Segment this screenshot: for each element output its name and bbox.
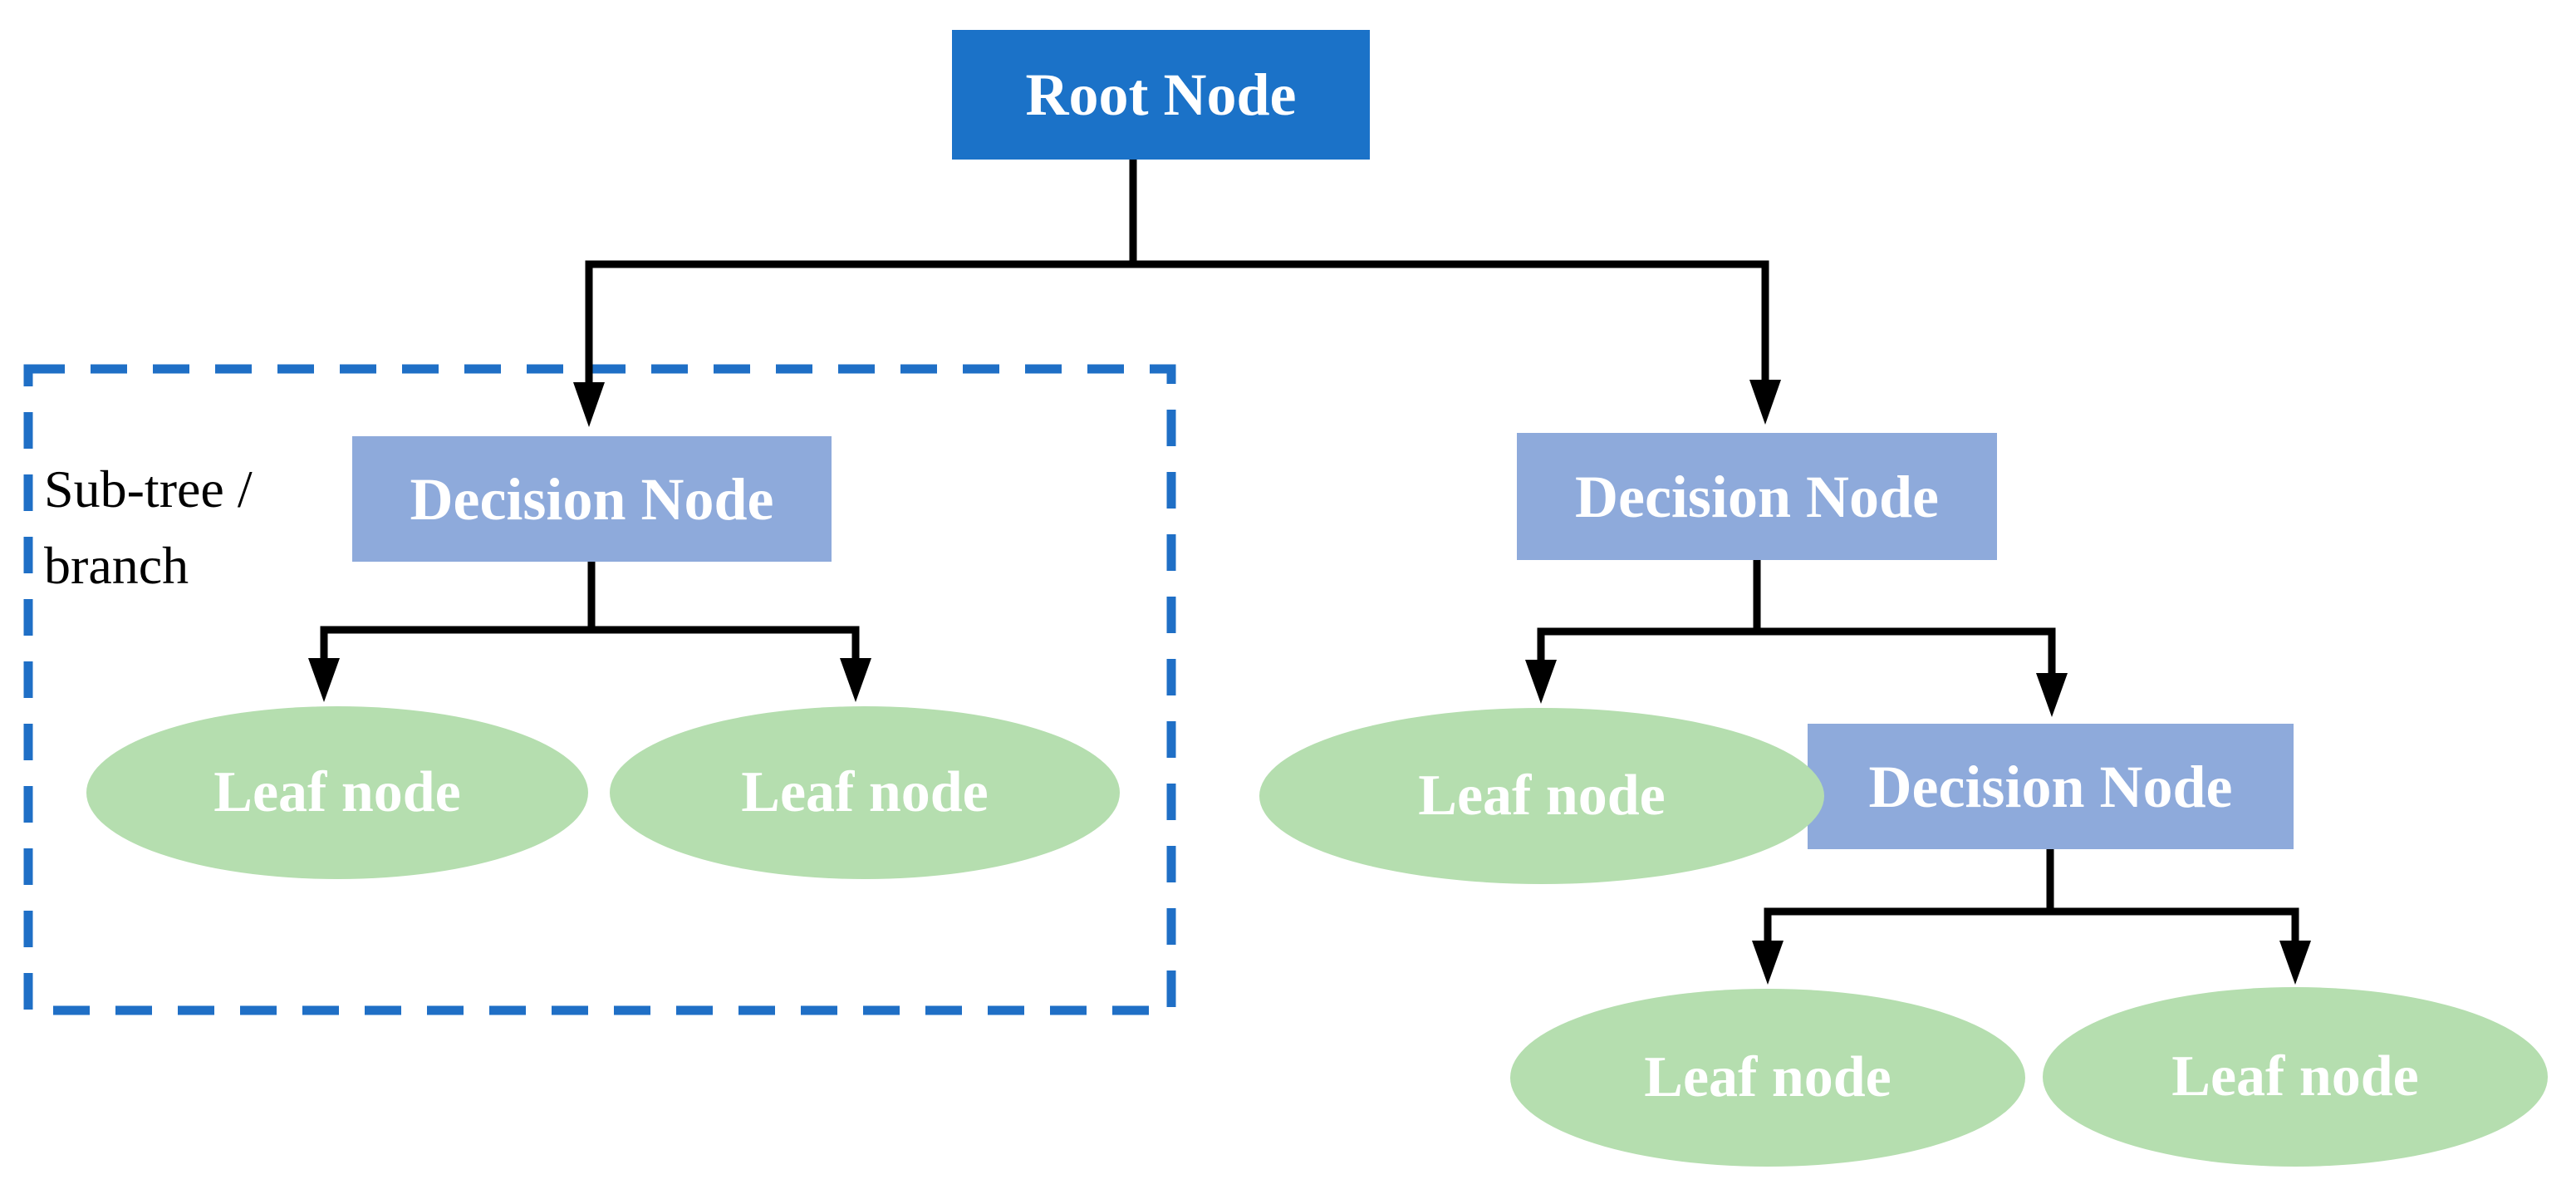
decision-node-left-label: Decision Node xyxy=(410,465,774,533)
leaf-node-right-1: Leaf node xyxy=(1259,708,1824,884)
connector-decision-right-to-children xyxy=(1525,560,2068,717)
root-node: Root Node xyxy=(952,30,1370,160)
leaf-node-right-child-2: Leaf node xyxy=(2043,987,2548,1167)
decision-node-right-child-label: Decision Node xyxy=(1868,753,2233,820)
arrowhead-icon xyxy=(1525,660,1557,704)
subtree-annotation-line1: Sub-tree / xyxy=(44,459,253,518)
arrowhead-icon xyxy=(573,382,605,427)
leaf-node-right-child-1-label: Leaf node xyxy=(1644,1045,1892,1109)
decision-node-left: Decision Node xyxy=(352,436,832,562)
connector-root-to-decisions xyxy=(573,160,1781,427)
subtree-outline xyxy=(23,364,1176,1015)
connector-decision-child-to-leaves xyxy=(1752,849,2311,985)
subtree-annotation: Sub-tree / branch xyxy=(44,451,253,604)
leaf-node-right-1-label: Leaf node xyxy=(1418,764,1666,828)
arrowhead-icon xyxy=(1749,380,1781,425)
arrowhead-icon xyxy=(1752,941,1784,985)
arrowhead-icon xyxy=(308,658,340,702)
leaf-node-left-2: Leaf node xyxy=(610,706,1120,879)
subtree-annotation-line2: branch xyxy=(44,536,189,595)
leaf-node-left-2-label: Leaf node xyxy=(741,760,989,824)
leaf-node-right-child-1: Leaf node xyxy=(1510,989,2025,1167)
leaf-node-left-1: Leaf node xyxy=(86,706,588,879)
connector-decision-left-to-leaves xyxy=(308,562,871,702)
root-node-label: Root Node xyxy=(1025,61,1297,128)
decision-node-right-label: Decision Node xyxy=(1575,463,1939,530)
leaf-node-right-child-2-label: Leaf node xyxy=(2171,1044,2419,1108)
decision-node-right: Decision Node xyxy=(1517,433,1997,560)
decision-node-right-child: Decision Node xyxy=(1808,724,2294,849)
arrowhead-icon xyxy=(2036,673,2068,717)
arrowhead-icon xyxy=(2279,941,2311,985)
leaf-node-left-1-label: Leaf node xyxy=(213,760,461,824)
arrowhead-icon xyxy=(840,658,871,702)
